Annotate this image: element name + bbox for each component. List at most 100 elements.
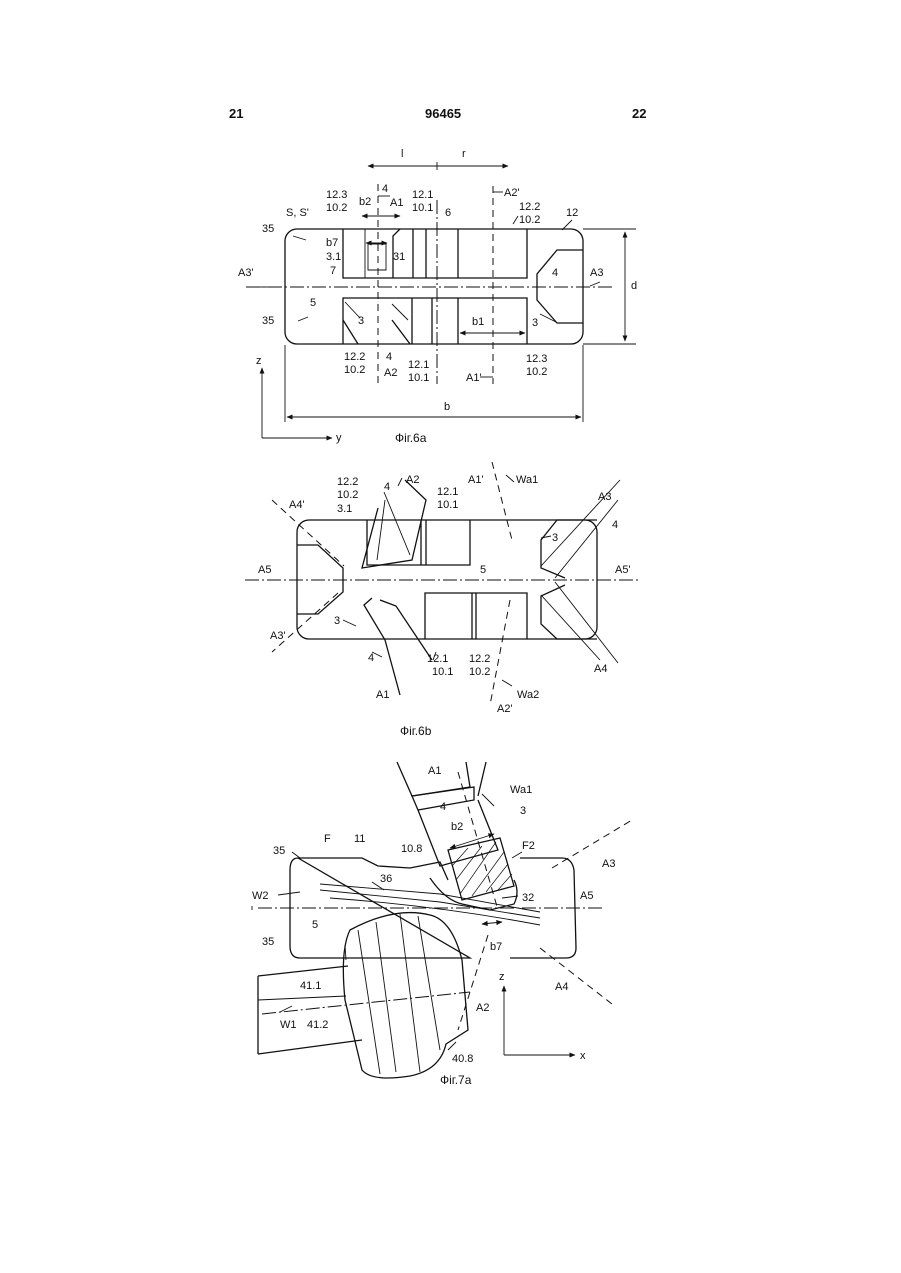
- label-12-2: 12.2: [519, 201, 540, 213]
- label-3-b: 3: [334, 615, 340, 627]
- label-10-2-b: 10.2: [469, 666, 490, 678]
- label-12-1-bottom: 12.1: [408, 359, 429, 371]
- label-A2-prime: A2': [504, 187, 520, 199]
- caption-fig-6a: Фіг.6а: [395, 431, 427, 445]
- label-32: 32: [522, 892, 534, 904]
- label-r: r: [462, 148, 466, 160]
- figure-6b: 12.2 10.2 3.1 4 A2 12.1 10.1 A1' Wa1 A3 …: [245, 462, 640, 738]
- label-A1: A1: [376, 689, 389, 701]
- label-36: 36: [380, 873, 392, 885]
- label-10-2: 10.2: [337, 489, 358, 501]
- label-6: 6: [445, 207, 451, 219]
- label-35-top: 35: [273, 845, 285, 857]
- label-A5-prime: A5': [615, 564, 631, 576]
- label-10-8: 10.8: [401, 843, 422, 855]
- label-41-1: 41.1: [300, 980, 321, 992]
- label-4: 4: [440, 801, 446, 813]
- label-4-c: 4: [368, 652, 374, 664]
- label-d: d: [631, 280, 637, 292]
- label-A1-prime: A1': [468, 474, 484, 486]
- label-10-2-bottom: 10.2: [344, 364, 365, 376]
- label-3-right: 3: [532, 317, 538, 329]
- figure-6a: l r 12.3 10.2 b2 4 A1 12.1 10.1 6 A2' 12…: [238, 148, 637, 445]
- label-5: 5: [310, 297, 316, 309]
- label-35-bottom: 35: [262, 315, 274, 327]
- label-12: 12: [566, 207, 578, 219]
- figure-7a: A1 Wa1 4 3 b2 F2 F 11 35 10.8 A3 36 32 W…: [252, 762, 632, 1087]
- label-l: l: [401, 148, 403, 160]
- label-A2: A2: [476, 1002, 489, 1014]
- label-12-2: 12.2: [337, 476, 358, 488]
- label-4-b: 4: [612, 519, 618, 531]
- label-11: 11: [354, 833, 365, 845]
- label-4: 4: [382, 183, 388, 195]
- label-F: F: [324, 833, 331, 845]
- label-Wa1: Wa1: [516, 474, 538, 486]
- label-A3: A3: [598, 491, 611, 503]
- label-axis-z: z: [499, 971, 505, 983]
- label-12-1-b: 12.1: [427, 653, 448, 665]
- label-3-1: 3.1: [337, 503, 352, 515]
- label-41-2: 41.2: [307, 1019, 328, 1031]
- label-10-2-right: 10.2: [519, 214, 540, 226]
- label-10-2: 10.2: [326, 202, 347, 214]
- label-A3: A3: [590, 267, 603, 279]
- caption-fig-7a: Фіг.7а: [440, 1073, 472, 1087]
- label-12-2-bottom: 12.2: [344, 351, 365, 363]
- label-A5: A5: [580, 890, 593, 902]
- label-A2: A2: [406, 474, 419, 486]
- label-W2: W2: [252, 890, 269, 902]
- label-10-1-bottom: 10.1: [408, 372, 429, 384]
- label-A4-prime: A4': [289, 499, 305, 511]
- label-Wa1: Wa1: [510, 784, 532, 796]
- label-A3: A3: [602, 858, 615, 870]
- label-4-right: 4: [552, 267, 558, 279]
- label-12-1: 12.1: [412, 189, 433, 201]
- label-b: b: [444, 401, 450, 413]
- label-31: 31: [393, 251, 405, 263]
- label-5: 5: [480, 564, 486, 576]
- label-35-bottom: 35: [262, 936, 274, 948]
- label-5: 5: [312, 919, 318, 931]
- label-10-2-bottom-right: 10.2: [526, 366, 547, 378]
- label-b1: b1: [472, 316, 484, 328]
- label-b7: b7: [326, 237, 338, 249]
- label-12-3-bottom: 12.3: [526, 353, 547, 365]
- label-W1: W1: [280, 1019, 297, 1031]
- label-3-a: 3: [552, 532, 558, 544]
- label-axis-y: y: [336, 432, 342, 444]
- label-b2: b2: [359, 196, 371, 208]
- label-4-a: 4: [384, 481, 390, 493]
- label-A2: A2: [384, 367, 397, 379]
- label-b7: b7: [490, 941, 502, 953]
- label-40-8: 40.8: [452, 1053, 473, 1065]
- label-F2: F2: [522, 840, 535, 852]
- label-4-bottom: 4: [386, 351, 392, 363]
- label-S-S-prime: S, S': [286, 207, 309, 219]
- label-A4: A4: [555, 981, 568, 993]
- caption-fig-6b: Фіг.6b: [400, 724, 432, 738]
- label-12-1: 12.1: [437, 486, 458, 498]
- label-3-1: 3.1: [326, 251, 341, 263]
- label-7: 7: [330, 265, 336, 277]
- label-10-1: 10.1: [437, 499, 458, 511]
- label-A3-prime: A3': [238, 267, 254, 279]
- label-A1-prime: A1': [466, 372, 482, 384]
- label-A5: A5: [258, 564, 271, 576]
- label-A1: A1: [428, 765, 441, 777]
- label-10-1: 10.1: [412, 202, 433, 214]
- label-A4: A4: [594, 663, 607, 675]
- label-3-left: 3: [358, 315, 364, 327]
- label-axis-x: x: [580, 1050, 586, 1062]
- label-10-1-b: 10.1: [432, 666, 453, 678]
- label-b2: b2: [451, 821, 463, 833]
- label-3: 3: [520, 805, 526, 817]
- label-A3-prime: A3': [270, 630, 286, 642]
- label-A1: A1: [390, 197, 403, 209]
- label-12-2-b: 12.2: [469, 653, 490, 665]
- label-axis-z: z: [256, 355, 262, 367]
- label-Wa2: Wa2: [517, 689, 539, 701]
- label-35-top: 35: [262, 223, 274, 235]
- label-12-3: 12.3: [326, 189, 347, 201]
